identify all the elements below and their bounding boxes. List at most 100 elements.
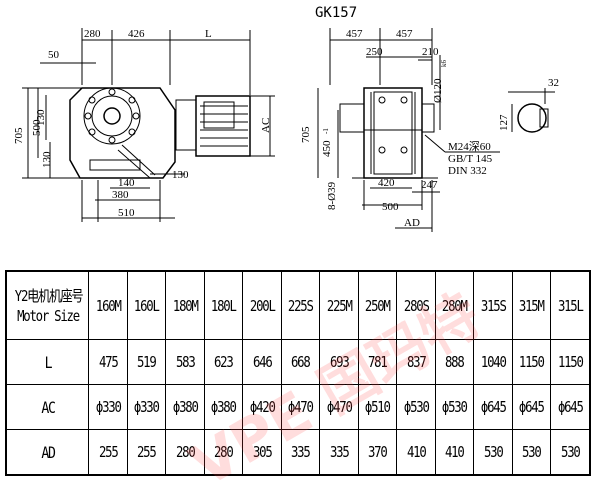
table-cell: 410	[438, 429, 471, 475]
dim-AD: AD	[404, 217, 420, 229]
table-cell: 255	[91, 429, 124, 475]
dim-280: 280	[84, 28, 101, 40]
row-label: AC	[13, 384, 82, 430]
table-row-AC: AC ϕ330 ϕ330 ϕ380 ϕ380 ϕ420 ϕ470 ϕ470 ϕ5…	[7, 384, 590, 430]
table-cell: ϕ420	[245, 384, 279, 430]
dim-500-left: 500	[31, 119, 43, 136]
table-cell: 370	[361, 429, 394, 475]
dim-500-bottom: 500	[382, 201, 399, 213]
table-cell: 781	[361, 339, 394, 385]
dim-210: 210	[422, 46, 439, 58]
dim-8-39: 8-Ø39	[326, 181, 338, 210]
table-cell: ϕ530	[399, 384, 433, 430]
dim-420: 420	[378, 177, 395, 189]
table-cell: 837	[399, 339, 433, 385]
table-cell: 646	[245, 339, 279, 385]
front-view	[317, 28, 555, 232]
dim-120: Ø120	[432, 78, 444, 103]
dim-L: L	[205, 28, 212, 40]
table-cell: ϕ470	[284, 384, 317, 430]
table-cell: 668	[284, 339, 317, 385]
table-cell: ϕ470	[322, 384, 356, 430]
table-cell: 1150	[515, 339, 548, 385]
dim-130-lower: 130	[41, 151, 53, 168]
dim-457-left: 457	[346, 28, 363, 40]
table-cell: 410	[399, 429, 433, 475]
row-label: AD	[13, 429, 82, 475]
table-cell: 519	[130, 339, 163, 385]
dim-705-right: 705	[300, 126, 312, 143]
dim-120-tolerance: k6	[440, 60, 448, 68]
note-gbt: GB/T 145	[448, 153, 493, 165]
table-cell: 530	[476, 429, 510, 475]
table-cell: 1040	[476, 339, 510, 385]
size-cell: 225S	[284, 271, 317, 340]
dim-130-upper: 130	[35, 109, 47, 126]
dim-450-tolerance: -1	[322, 128, 330, 134]
dim-380: 380	[112, 189, 129, 201]
size-cell: 315L	[553, 271, 587, 340]
technical-drawing: GK157	[13, 5, 559, 232]
table-cell: ϕ645	[553, 384, 587, 430]
drawing-title: GK157	[315, 5, 357, 21]
front-view-dimensions: 457 457 250 210 Ø120 k6 32 127 705 450 -…	[300, 28, 559, 229]
row-label: L	[13, 339, 82, 385]
side-view	[22, 28, 275, 222]
dim-50: 50	[48, 49, 60, 61]
table-cell: ϕ380	[207, 384, 240, 430]
motor-size-header: Y2电机机座号 Motor Size	[13, 271, 83, 340]
table-cell: 335	[284, 429, 317, 475]
table-cell: ϕ530	[438, 384, 471, 430]
dim-32: 32	[548, 77, 559, 89]
table-cell: 693	[322, 339, 356, 385]
table-cell: ϕ645	[476, 384, 510, 430]
dim-127: 127	[498, 114, 510, 131]
table-row-L: L 475 519 583 623 646 668 693 781 837 88…	[7, 339, 590, 385]
table-cell: 888	[438, 339, 471, 385]
table-cell: 280	[207, 429, 240, 475]
dim-705-left: 705	[13, 127, 25, 144]
table-cell: ϕ645	[515, 384, 548, 430]
table-cell: ϕ380	[168, 384, 202, 430]
dim-510: 510	[118, 207, 135, 219]
table-row-AD: AD 255 255 280 280 305 335 335 370 410 4…	[7, 429, 590, 475]
size-cell: 200L	[245, 271, 279, 340]
table-cell: ϕ330	[91, 384, 124, 430]
dim-AC: AC	[260, 118, 272, 133]
motor-size-table: Y2电机机座号 Motor Size 160M 160L 180M 180L 2…	[5, 270, 591, 476]
size-cell: 180L	[207, 271, 240, 340]
note-din: DIN 332	[448, 165, 487, 177]
table-cell: 255	[130, 429, 163, 475]
side-view-dimensions: 280 426 L 50 705 500 130 130 AC 140 380 …	[13, 28, 272, 219]
size-cell: 180M	[168, 271, 202, 340]
table-header-row: Y2电机机座号 Motor Size 160M 160L 180M 180L 2…	[7, 271, 590, 340]
header-cn: Y2电机机座号	[14, 286, 83, 305]
size-cell: 315M	[515, 271, 548, 340]
size-cell: 280M	[438, 271, 471, 340]
table-cell: 305	[245, 429, 279, 475]
table-cell: 530	[553, 429, 587, 475]
table-cell: 335	[322, 429, 356, 475]
size-cell: 225M	[322, 271, 356, 340]
note-thread: M24深60	[448, 140, 491, 153]
table-cell: ϕ510	[361, 384, 394, 430]
dim-250: 250	[366, 46, 383, 58]
dim-130-bottom: 130	[172, 169, 189, 181]
header-en: Motor Size	[16, 306, 80, 325]
dim-140: 140	[118, 177, 135, 189]
table-cell: 475	[91, 339, 124, 385]
size-cell: 250M	[361, 271, 394, 340]
size-cell: 160L	[130, 271, 163, 340]
table-cell: 280	[168, 429, 202, 475]
table-cell: ϕ330	[130, 384, 163, 430]
size-cell: 160M	[91, 271, 124, 340]
size-cell: 280S	[399, 271, 433, 340]
dim-457-right: 457	[396, 28, 413, 40]
table-cell: 623	[207, 339, 240, 385]
dim-247: 247	[421, 179, 438, 191]
dim-426: 426	[128, 28, 145, 40]
table-cell: 530	[515, 429, 548, 475]
table-cell: 583	[168, 339, 202, 385]
table-cell: 1150	[553, 339, 587, 385]
size-cell: 315S	[476, 271, 510, 340]
